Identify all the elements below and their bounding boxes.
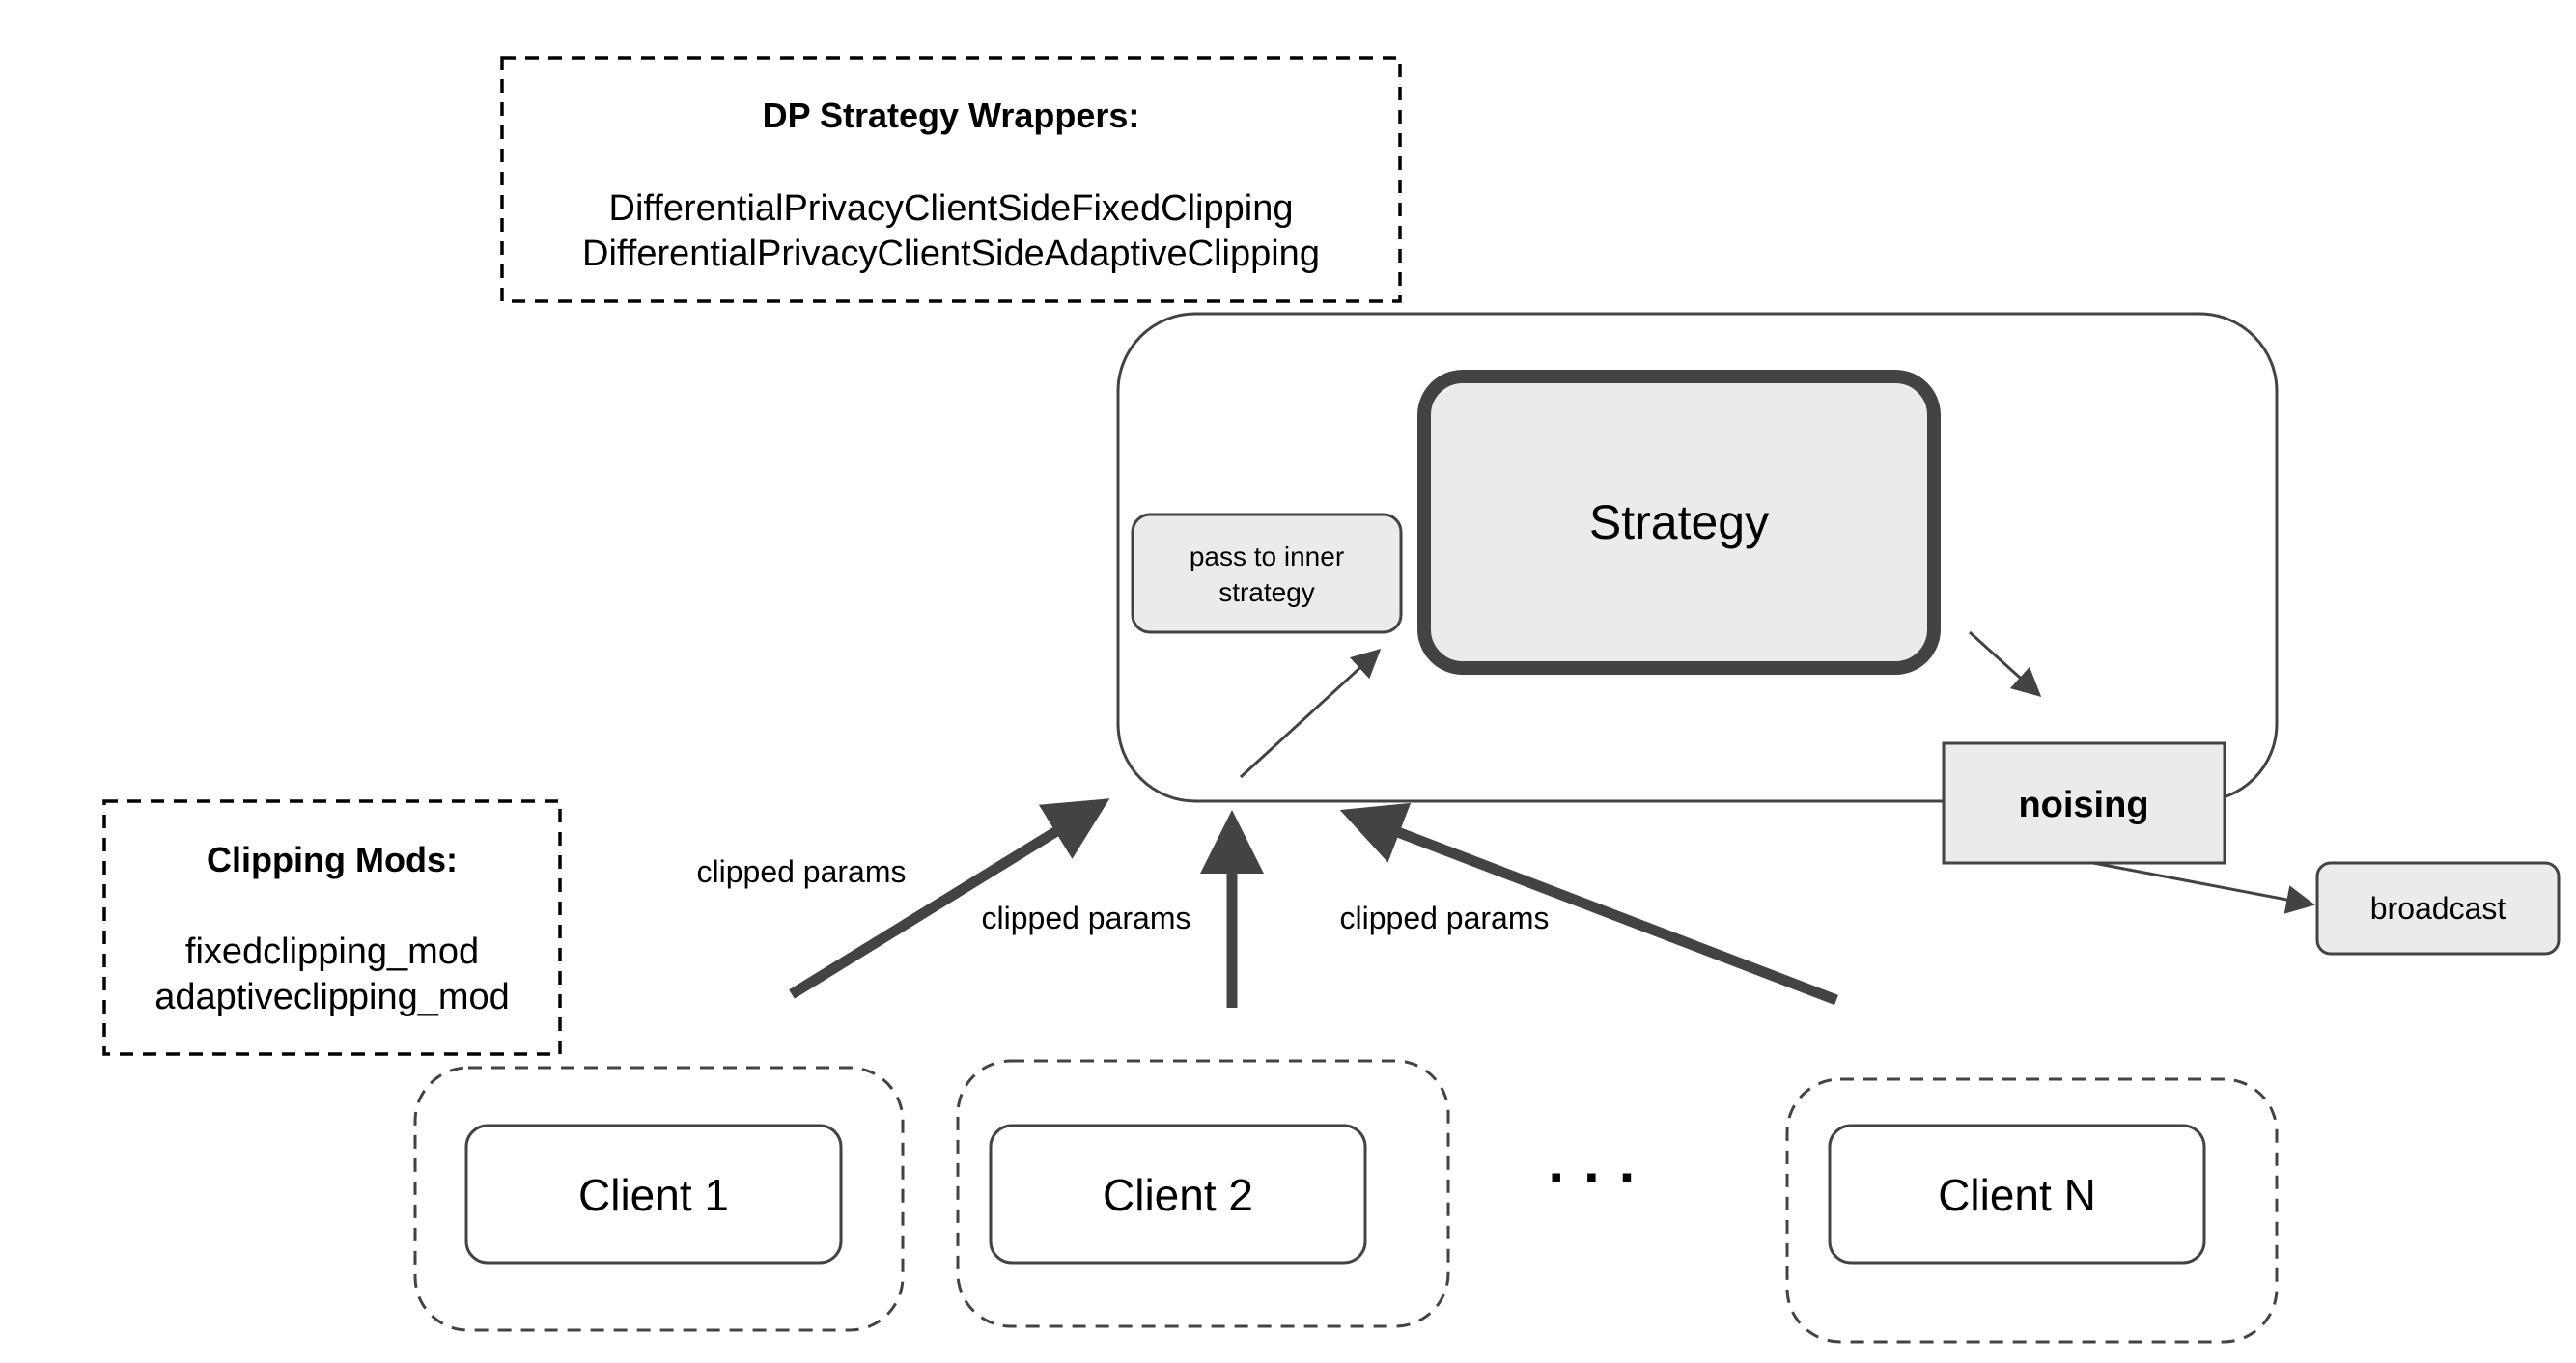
client-2-outer-dashed (956, 1059, 1450, 1328)
client-n-outer-dashed (1785, 1077, 2279, 1344)
client-n-box (1828, 1124, 2206, 1265)
client-2-label: Client 2 (1103, 1170, 1253, 1220)
client-1-label: Client 1 (578, 1170, 729, 1220)
client-n-group: Client N (1785, 1077, 2279, 1344)
broadcast-label: broadcast (2370, 891, 2506, 926)
pass-to-inner-line-1: pass to inner (1190, 542, 1344, 571)
clipped-params-label-1: clipped params (697, 854, 907, 889)
pass-to-inner-strategy-box: pass to inner strategy (1131, 513, 1403, 634)
mods-note-line-1: fixedclipping_mod (185, 932, 479, 972)
noising-box: noising (1942, 741, 2226, 865)
client-1-box (464, 1124, 843, 1265)
arrow-client-n-to-server (1339, 802, 1838, 1006)
pass-to-inner-line-2: strategy (1218, 577, 1315, 607)
client-1-group: Client 1 (413, 1066, 905, 1332)
clipped-params-label-3: clipped params (1340, 901, 1550, 935)
arrow-client-1-to-server (789, 798, 1110, 999)
arrow-strategy-to-noising (1968, 630, 2042, 698)
broadcast-border (2315, 861, 2561, 956)
strategy-box: Strategy (1417, 370, 1941, 675)
strategy-box-border (1417, 370, 1941, 675)
client-2-box (989, 1124, 1367, 1265)
clipping-mods-note: Clipping Mods: fixedclipping_mod adaptiv… (102, 799, 562, 1056)
client-1-outer-dashed (413, 1066, 905, 1332)
clients-ellipsis: · · · (1548, 1145, 1638, 1210)
noising-border (1942, 741, 2226, 865)
client-2-group: Client 2 (956, 1059, 1450, 1328)
arrow-to-pass-to-inner (1239, 648, 1382, 779)
client-n-label: Client N (1938, 1170, 2096, 1220)
dp-strategy-wrappers-note: DP Strategy Wrappers: DifferentialPrivac… (500, 56, 1402, 303)
arrow-noising-to-broadcast (2092, 861, 2315, 914)
wrappers-note-line-1: DifferentialPrivacyClientSideFixedClippi… (609, 188, 1294, 229)
noising-label: noising (2018, 785, 2148, 825)
mods-note-border (102, 799, 562, 1056)
pass-to-inner-border (1131, 513, 1403, 634)
mods-note-line-2: adaptiveclipping_mod (154, 977, 510, 1017)
clipped-params-label-2: clipped params (982, 901, 1191, 935)
broadcast-box: broadcast (2315, 861, 2561, 956)
strategy-label: Strategy (1589, 495, 1769, 549)
wrappers-note-title: DP Strategy Wrappers: (763, 96, 1140, 135)
wrappers-note-line-2: DifferentialPrivacyClientSideAdaptiveCli… (582, 234, 1320, 274)
mods-note-title: Clipping Mods: (207, 840, 458, 879)
wrappers-note-border (500, 56, 1402, 303)
